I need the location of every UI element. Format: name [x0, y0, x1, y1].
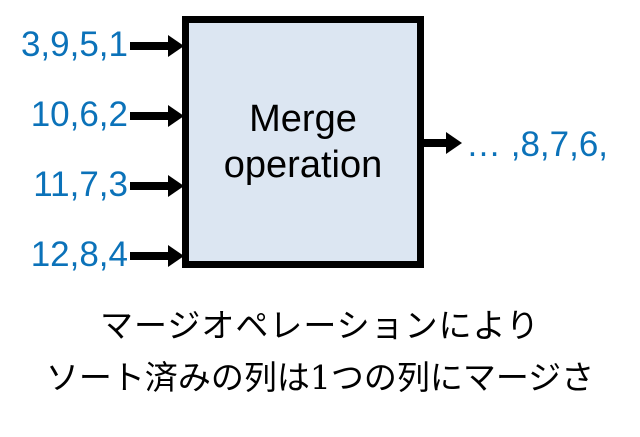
input-sequence-label-4: 12,8,4: [30, 235, 128, 274]
merge-operation-box: Merge operation: [182, 16, 424, 268]
caption-line-1: マージオペレーションにより: [99, 306, 541, 345]
merge-operation-box-text: Merge operation: [224, 96, 382, 188]
arrow-shaft: [130, 42, 170, 50]
input-sequence-label-2: 10,6,2: [30, 95, 128, 134]
arrow-head: [168, 35, 184, 57]
arrow-head: [168, 105, 184, 127]
arrow-head: [168, 175, 184, 197]
input-arrow-icon-2: [130, 105, 184, 127]
arrow-shaft: [130, 182, 170, 190]
caption-line-2: ソート済みの列は1つの列にマージさ: [45, 358, 595, 397]
merge-box-line-1: Merge: [249, 98, 357, 140]
merge-box-line-2: operation: [223, 144, 383, 186]
arrow-shaft: [422, 139, 448, 147]
input-sequence-label-3: 11,7,3: [33, 165, 128, 204]
output-arrow-icon: [422, 132, 462, 154]
arrow-head: [168, 245, 184, 267]
arrow-shaft: [130, 252, 170, 260]
arrow-head: [446, 132, 462, 154]
arrow-shaft: [130, 112, 170, 120]
output-sequence-label: … ,8,7,6,: [466, 125, 609, 164]
input-arrow-icon-4: [130, 245, 184, 267]
input-sequence-label-1: 3,9,5,1: [20, 25, 128, 64]
input-arrow-icon-3: [130, 175, 184, 197]
input-arrow-icon-1: [130, 35, 184, 57]
caption: マージオペレーションにより ソート済みの列は1つの列にマージさ: [0, 300, 640, 404]
